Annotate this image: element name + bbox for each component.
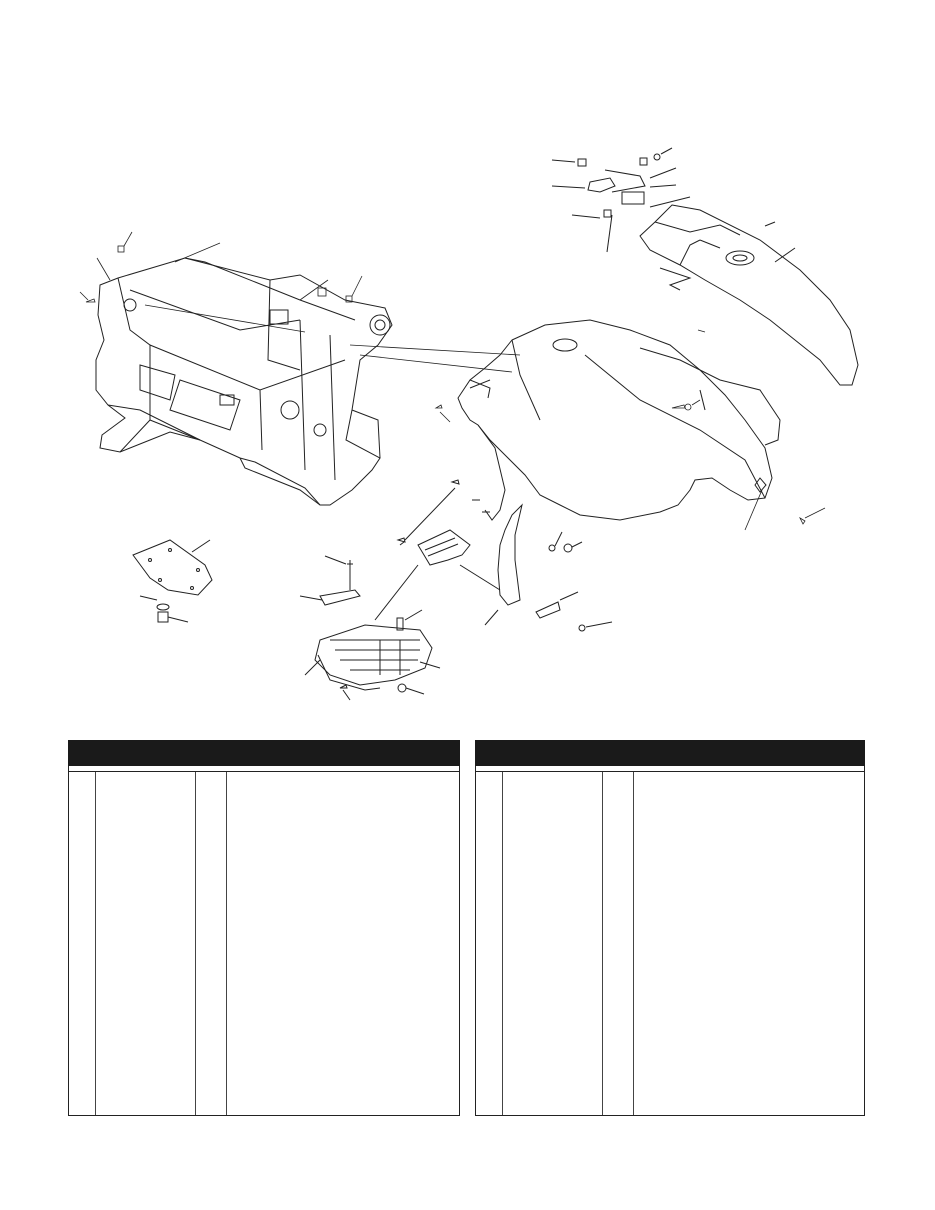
table-header-left (68, 740, 460, 766)
table-body-left (69, 771, 459, 1115)
bracket (299, 555, 361, 606)
fender-callouts (434, 329, 826, 531)
table-header-right (475, 740, 865, 766)
frame-assembly (95, 257, 393, 506)
parts-table-right (475, 740, 865, 1116)
tail-light-assembly (551, 147, 691, 253)
frame-callouts (79, 231, 521, 373)
table-body-right (476, 771, 864, 1115)
parts-table-left (68, 740, 460, 1116)
column-divider (502, 772, 503, 1115)
front-fender (457, 319, 781, 521)
mud-flap (484, 503, 613, 632)
exploded-parts-diagram (79, 147, 859, 701)
column-divider (195, 772, 196, 1115)
table-header-right-text (475, 746, 483, 760)
footrest-assembly (304, 479, 501, 701)
skid-plate (132, 539, 213, 623)
table-header-left-text (68, 746, 76, 760)
column-divider (226, 772, 227, 1115)
column-divider (633, 772, 634, 1115)
column-divider (602, 772, 603, 1115)
rear-fender (639, 204, 859, 386)
column-divider (95, 772, 96, 1115)
